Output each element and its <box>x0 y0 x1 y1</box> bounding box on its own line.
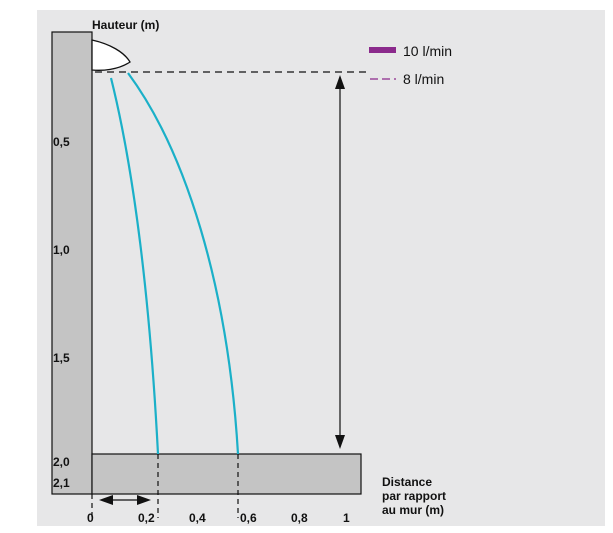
x-axis-title-line3: au mur (m) <box>382 503 444 517</box>
curve-8-lmin <box>109 77 160 455</box>
y-axis-title: Hauteur (m) <box>92 18 159 32</box>
diagram-background <box>37 10 605 526</box>
x-tick-0-2: 0,2 <box>138 511 155 525</box>
legend-label-8: 8 l/min <box>403 71 444 87</box>
x-tick-0-6: 0,6 <box>240 511 257 525</box>
curve-10-lmin <box>127 72 240 455</box>
y-tick-1-5: 1,5 <box>53 351 70 365</box>
legend-swatch-10 <box>369 47 396 53</box>
y-tick-0-5: 0,5 <box>53 135 70 149</box>
height-arrow-head-top <box>335 75 345 89</box>
x-tick-0-8: 0,8 <box>291 511 308 525</box>
distance-arrow-head-left <box>99 495 113 505</box>
height-arrow-head-bottom <box>335 435 345 449</box>
y-tick-1-0: 1,0 <box>53 243 70 257</box>
y-tick-2-1: 2,1 <box>53 476 70 490</box>
x-axis-title-line1: Distance <box>382 475 432 489</box>
x-tick-1: 1 <box>343 511 350 525</box>
x-axis-title-line2: par rapport <box>382 489 446 503</box>
distance-arrow-head-right <box>137 495 151 505</box>
x-tick-0: 0 <box>87 511 94 525</box>
x-tick-0-4: 0,4 <box>189 511 206 525</box>
wall <box>51 31 93 495</box>
y-tick-2-0: 2,0 <box>53 455 70 469</box>
legend-label-10: 10 l/min <box>403 43 452 59</box>
floor <box>91 453 362 495</box>
shower-head <box>91 39 131 71</box>
